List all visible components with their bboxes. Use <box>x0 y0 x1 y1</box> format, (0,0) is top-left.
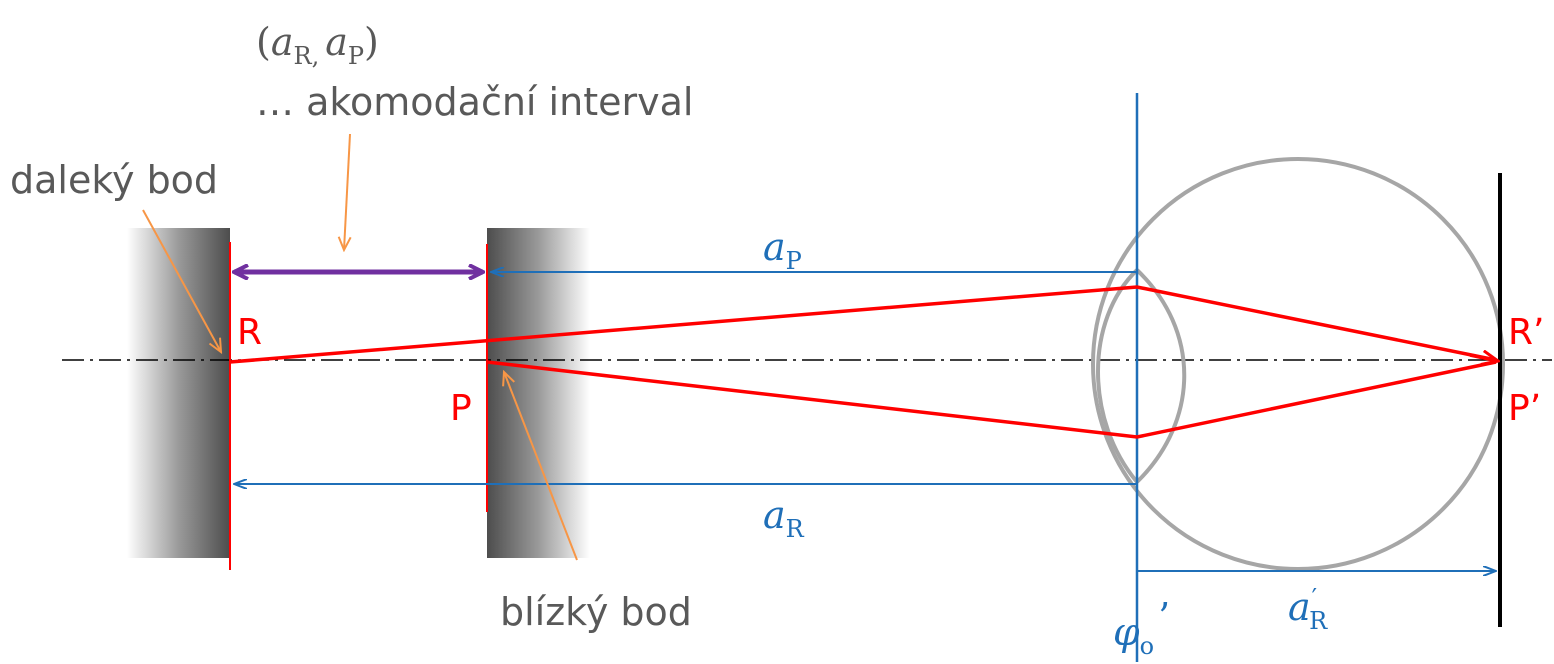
aP-label: aP <box>763 225 802 275</box>
ray-near-point <box>486 360 1497 439</box>
interval-notation: (aR,aP) <box>256 20 379 70</box>
near-point-label: blízký bod <box>500 590 692 634</box>
accommodation-interval-label: … akomodační interval <box>256 80 693 124</box>
P-prime-label: P’ <box>1508 388 1541 429</box>
far-object-block <box>127 228 230 558</box>
R-label: R <box>237 312 262 353</box>
ray-far-point <box>229 285 1497 364</box>
aR-prime-label: a′R <box>1288 584 1328 635</box>
R-prime-label: R’ <box>1508 312 1544 353</box>
P-label: P <box>450 388 472 429</box>
far-point-label: daleký bod <box>10 158 218 202</box>
far-point-pointer <box>142 209 221 352</box>
interval-pointer <box>344 133 350 250</box>
ray-convergence-arrowhead <box>1469 355 1498 361</box>
near-object-block <box>487 228 590 558</box>
eye-lens <box>1096 268 1187 484</box>
near-point-pointer <box>504 372 578 561</box>
eye-globe <box>1091 157 1505 571</box>
phi-o-label: φo’ <box>1113 595 1170 660</box>
aR-label: aR <box>763 493 805 543</box>
